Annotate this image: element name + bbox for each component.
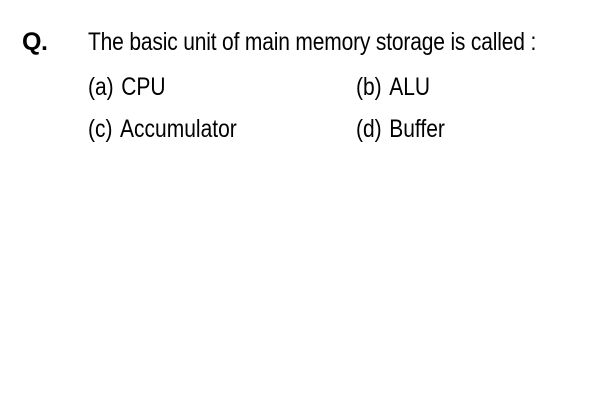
option-d-marker: (d): [356, 115, 382, 143]
option-b-text: ALU: [389, 73, 431, 101]
option-a-marker: (a): [88, 73, 114, 101]
option-c-marker: (c): [88, 115, 113, 143]
options-list: (a) CPU (b) ALU (c) Accumulator (d) Buffer: [88, 66, 588, 150]
question-text: The basic unit of main memory storage is…: [88, 28, 537, 56]
option-b: (b) ALU: [356, 66, 430, 108]
option-c: (c) Accumulator: [88, 108, 237, 150]
option-d-text: Buffer: [389, 115, 445, 143]
option-c-text: Accumulator: [120, 115, 237, 143]
option-a: (a) CPU: [88, 66, 166, 108]
question-label: Q.: [22, 28, 48, 56]
options-row-1: (a) CPU (b) ALU: [88, 66, 588, 108]
options-row-2: (c) Accumulator (d) Buffer: [88, 108, 588, 150]
option-d: (d) Buffer: [356, 108, 445, 150]
option-b-marker: (b): [356, 73, 382, 101]
option-a-text: CPU: [121, 73, 166, 101]
question-row: Q. The basic unit of main memory storage…: [22, 22, 592, 62]
question-block: Q. The basic unit of main memory storage…: [22, 22, 592, 143]
